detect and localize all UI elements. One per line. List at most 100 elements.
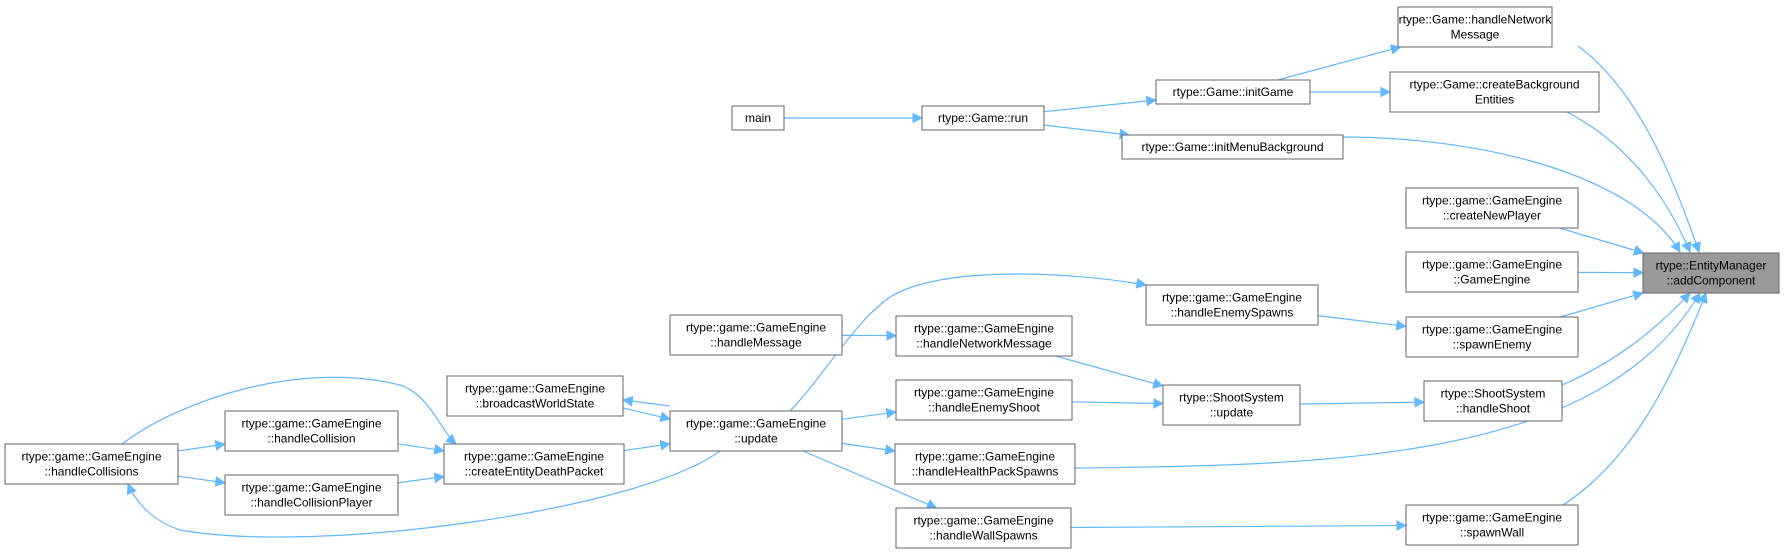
- node-createEntityDeathPacket[interactable]: rtype::game::GameEngine::createEntityDea…: [443, 443, 625, 485]
- edge-createNewPlayer-to-addComponent: [1559, 227, 1645, 256]
- node-label: ::addComponent: [1667, 274, 1756, 288]
- edge-handleCollisionPlayer-to-createEntityDeathPacket: [397, 472, 446, 484]
- node-box: [224, 474, 399, 516]
- node-label: rtype::game::GameEngine: [686, 321, 826, 335]
- node-main[interactable]: main: [731, 105, 785, 131]
- node-label: Entities: [1475, 93, 1514, 107]
- node-label: rtype::game::GameEngine: [913, 514, 1053, 528]
- node-label: ::handleEnemyShoot: [928, 401, 1040, 415]
- node-label: rtype::Game::handleNetwork: [1399, 13, 1553, 27]
- edge-handleNetworkMessageGE-to-shootUpdate: [1055, 355, 1165, 389]
- node-label: rtype::ShootSystem: [1441, 387, 1546, 401]
- node-spawnWall[interactable]: rtype::game::GameEngine::spawnWall: [1405, 504, 1579, 546]
- node-handleCollisionPlayer[interactable]: rtype::game::GameEngine::handleCollision…: [224, 474, 399, 516]
- edge-run-to-initMenuBackground: [1043, 124, 1131, 140]
- edge-geUpdate-to-handleCollisions: [126, 450, 721, 538]
- edge-handleEnemyShoot-to-shootUpdate: [1071, 398, 1165, 409]
- node-handleEnemySpawns[interactable]: rtype::game::GameEngine::handleEnemySpaw…: [1145, 284, 1319, 326]
- edge-handleEnemySpawns-to-spawnEnemy: [1317, 315, 1408, 331]
- node-box: [1397, 6, 1553, 48]
- node-box: [1389, 71, 1600, 113]
- node-label: ::broadcastWorldState: [476, 397, 595, 411]
- node-box: [1145, 284, 1319, 326]
- node-label: rtype::Game::initGame: [1173, 85, 1294, 99]
- edges-layer: [121, 44, 1708, 538]
- node-label: ::handleHealthPackSpawns: [912, 465, 1059, 479]
- node-label: rtype::game::GameEngine: [686, 417, 826, 431]
- node-label: ::handleShoot: [1456, 402, 1531, 416]
- node-box: [731, 105, 785, 131]
- node-box: [1405, 504, 1579, 546]
- node-label: ::update: [1210, 406, 1254, 420]
- edge-createEntityDeathPacket-to-geUpdate: [623, 439, 672, 452]
- node-label: ::handleCollision: [267, 432, 355, 446]
- edge-geUpdate-to-handleEnemySpawns: [789, 273, 1148, 412]
- node-box: [1405, 316, 1579, 358]
- edge-initGame-to-handleNetworkMessageGame: [1277, 44, 1402, 81]
- edge-geUpdate-to-broadcastWorldState: [621, 395, 671, 407]
- node-addComponent[interactable]: rtype::EntityManager::addComponent: [1642, 252, 1780, 294]
- node-handleMessage[interactable]: rtype::game::GameEngine::handleMessage: [669, 314, 843, 356]
- node-label: ::spawnWall: [1460, 526, 1524, 540]
- node-handleWallSpawns[interactable]: rtype::game::GameEngine::handleWallSpawn…: [895, 507, 1072, 549]
- node-box: [895, 507, 1072, 549]
- node-label: rtype::EntityManager: [1656, 259, 1767, 273]
- edge-handleCollision-to-createEntityDeathPacket: [397, 443, 446, 455]
- edge-handleHealthPackSpawns-to-addComponent: [1074, 292, 1701, 469]
- node-handleCollisions[interactable]: rtype::game::GameEngine::handleCollision…: [4, 443, 179, 485]
- node-label: rtype::game::GameEngine: [1422, 323, 1562, 337]
- node-box: [1423, 380, 1563, 422]
- node-label: rtype::game::GameEngine: [1162, 291, 1302, 305]
- node-handleHealthPackSpawns[interactable]: rtype::game::GameEngine::handleHealthPac…: [894, 443, 1076, 485]
- node-label: rtype::game::GameEngine: [914, 322, 1054, 336]
- node-box: [669, 314, 843, 356]
- node-box: [895, 315, 1073, 357]
- node-box: [894, 443, 1076, 485]
- node-initGame[interactable]: rtype::Game::initGame: [1155, 79, 1311, 105]
- node-handleCollision[interactable]: rtype::game::GameEngine::handleCollision: [224, 410, 399, 452]
- node-broadcastWorldState[interactable]: rtype::game::GameEngine::broadcastWorldS…: [446, 375, 624, 417]
- node-label: main: [745, 111, 771, 125]
- node-label: rtype::game::GameEngine: [21, 450, 161, 464]
- nodes-layer: rtype::EntityManager::addComponentrtype:…: [4, 6, 1780, 549]
- node-box: [224, 410, 399, 452]
- edge-handleNetworkMessageGame-to-addComponent: [1577, 45, 1701, 254]
- node-shootUpdate[interactable]: rtype::ShootSystem::update: [1162, 384, 1301, 426]
- node-label: ::handleCollisions: [44, 465, 138, 479]
- edge-spawnWall-to-addComponent: [1562, 291, 1708, 506]
- node-handleEnemyShoot[interactable]: rtype::game::GameEngine::handleEnemyShoo…: [895, 379, 1073, 421]
- node-handleNetworkMessageGame[interactable]: rtype::Game::handleNetworkMessage: [1397, 6, 1553, 48]
- node-spawnEnemy[interactable]: rtype::game::GameEngine::spawnEnemy: [1405, 316, 1579, 358]
- node-label: rtype::game::GameEngine: [914, 386, 1054, 400]
- node-label: ::handleCollisionPlayer: [250, 496, 372, 510]
- edge-geUpdate-to-handleEnemyShoot: [841, 407, 898, 420]
- node-box: [669, 410, 843, 452]
- node-box: [1155, 79, 1311, 105]
- node-label: rtype::game::GameEngine: [1422, 258, 1562, 272]
- node-label: rtype::game::GameEngine: [464, 450, 604, 464]
- node-label: ::spawnEnemy: [1453, 338, 1532, 352]
- node-label: rtype::game::GameEngine: [241, 481, 381, 495]
- edge-shootUpdate-to-handleShoot: [1299, 396, 1426, 408]
- edge-broadcastWorldState-to-geUpdate: [622, 407, 672, 423]
- node-handleNetworkMessageGE[interactable]: rtype::game::GameEngine::handleNetworkMe…: [895, 315, 1073, 357]
- node-gameEngineCtor[interactable]: rtype::game::GameEngine::GameEngine: [1405, 251, 1579, 293]
- node-handleShoot[interactable]: rtype::ShootSystem::handleShoot: [1423, 380, 1563, 422]
- node-createNewPlayer[interactable]: rtype::game::GameEngine::createNewPlayer: [1405, 187, 1579, 229]
- node-box: [4, 443, 179, 485]
- node-label: ::createNewPlayer: [1443, 209, 1541, 223]
- node-label: rtype::ShootSystem: [1179, 391, 1284, 405]
- node-label: Message: [1451, 28, 1500, 42]
- node-box: [1162, 384, 1301, 426]
- node-label: rtype::Game::initMenuBackground: [1141, 140, 1323, 154]
- node-box: [1405, 187, 1579, 229]
- edge-handleShoot-to-addComponent: [1561, 292, 1691, 386]
- node-label: ::handleMessage: [710, 336, 802, 350]
- node-box: [446, 375, 624, 417]
- node-initMenuBackground[interactable]: rtype::Game::initMenuBackground: [1121, 134, 1344, 160]
- node-box: [1642, 252, 1780, 294]
- node-run[interactable]: rtype::Game::run: [921, 105, 1045, 131]
- node-geUpdate[interactable]: rtype::game::GameEngine::update: [669, 410, 843, 452]
